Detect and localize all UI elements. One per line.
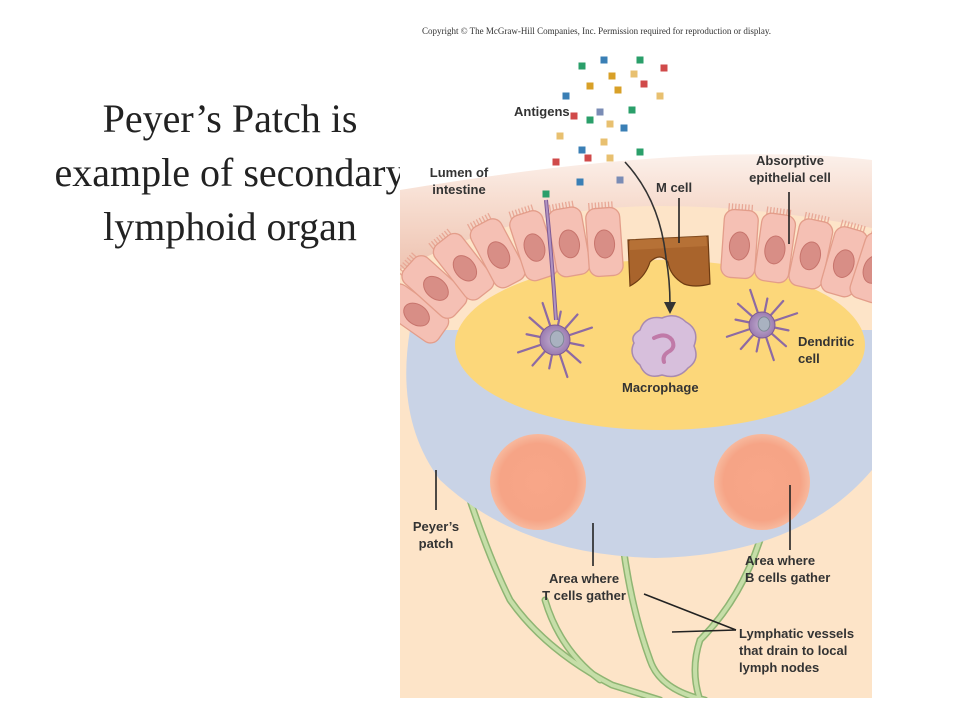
slide-title: Peyer’s Patch is example of secondary ly… <box>20 92 440 254</box>
b-cell-area <box>714 434 810 530</box>
dendritic-cell-left <box>516 199 594 379</box>
epithelial-cell <box>400 252 468 319</box>
macrophage <box>631 315 697 378</box>
title-line-2: example of secondary <box>54 150 406 195</box>
antigen-particle <box>630 70 638 78</box>
macrophage-label: Macrophage <box>622 380 699 395</box>
antigen-particle <box>640 80 648 88</box>
antigen-particle <box>600 138 608 146</box>
epithelial-cell <box>585 201 624 278</box>
title-line-3: lymphoid organ <box>103 204 357 249</box>
antigens-label: Antigens <box>514 104 570 119</box>
antigen-particle <box>636 148 644 156</box>
dendritic-cell-right <box>725 288 799 362</box>
antigen-particle <box>586 82 594 90</box>
antigen-particles <box>542 56 668 198</box>
t-cells-label: Area where T cells gather <box>542 571 626 603</box>
epithelial-layer <box>400 200 872 344</box>
lymphatic-vessels-label: Lymphatic vessels that drain to local ly… <box>739 626 855 675</box>
antigen-particle <box>614 86 622 94</box>
antigen-particle <box>576 178 584 186</box>
antigen-particle <box>556 132 564 140</box>
lumen-label: Lumen of intestine <box>429 165 489 197</box>
antigen-uptake-arrow <box>624 161 676 314</box>
lymphatic-vessels <box>466 496 764 698</box>
antigen-particle <box>578 146 586 154</box>
dendritic-cell-label: Dendritic cell <box>798 334 855 366</box>
epithelial-cell <box>849 225 872 304</box>
title-line-1: Peyer’s Patch is <box>102 96 358 141</box>
antigen-particle <box>562 92 570 100</box>
copyright-notice: Copyright © The McGraw-Hill Companies, I… <box>422 26 772 36</box>
absorptive-cell-label: Absorptive epithelial cell <box>749 153 831 185</box>
antigen-particle <box>628 106 636 114</box>
peyers-patch-label: Peyer’s patch <box>412 519 460 551</box>
epithelial-cell <box>754 206 797 284</box>
antigen-particle <box>606 120 614 128</box>
antigen-particle <box>656 92 664 100</box>
antigen-particle <box>606 154 614 162</box>
antigen-particle <box>608 72 616 80</box>
antigen-particle <box>620 124 628 132</box>
antigen-particle <box>660 64 668 72</box>
m-cell <box>627 235 711 287</box>
epithelial-cell <box>547 200 591 278</box>
label-leader-lines <box>435 192 791 633</box>
b-cells-label: Area where B cells gather <box>745 553 831 585</box>
antigen-particle <box>586 116 594 124</box>
epithelial-cell <box>428 228 495 301</box>
antigen-particle <box>600 56 608 64</box>
epithelial-cell <box>508 204 559 282</box>
antigen-particle <box>570 112 578 120</box>
antigen-particle <box>584 154 592 162</box>
antigen-particle <box>616 176 624 184</box>
antigen-particle <box>552 158 560 166</box>
m-cell-label: M cell <box>656 180 693 195</box>
t-cell-area <box>490 434 586 530</box>
epithelial-cell <box>466 212 526 289</box>
antigen-particle <box>596 108 604 116</box>
antigen-particle <box>636 56 644 64</box>
antigen-particle <box>578 62 586 70</box>
antigen-particle <box>542 190 550 198</box>
epithelial-cell <box>720 203 759 280</box>
